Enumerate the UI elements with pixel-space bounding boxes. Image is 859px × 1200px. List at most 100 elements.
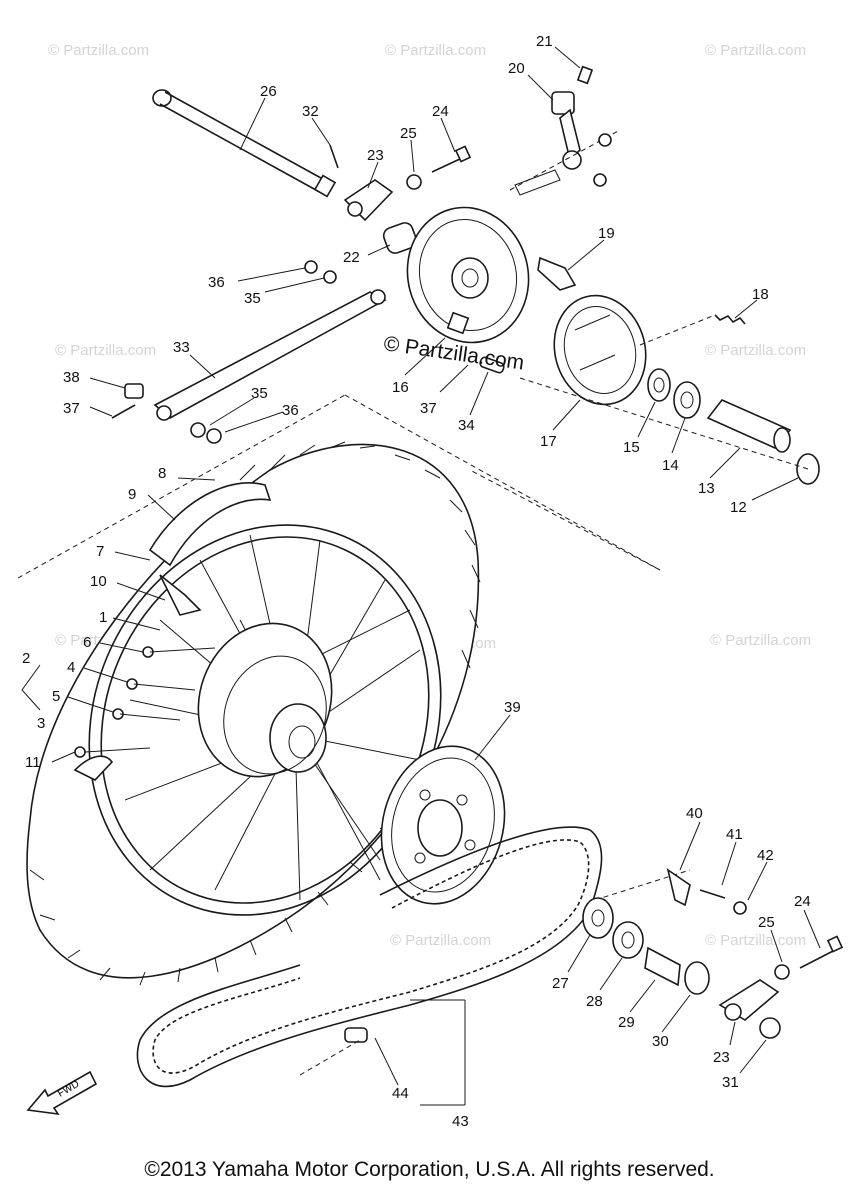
callout-42: 42 bbox=[757, 847, 774, 864]
rim-lock bbox=[73, 755, 114, 781]
callout-4: 4 bbox=[67, 659, 75, 676]
callout-23: 23 bbox=[367, 147, 384, 164]
callout-22: 22 bbox=[343, 249, 360, 266]
callout-11: 11 bbox=[25, 754, 41, 771]
callout-38: 38 bbox=[63, 369, 80, 386]
callout-19: 19 bbox=[598, 225, 615, 242]
collar bbox=[382, 222, 418, 254]
rim-lock-nut bbox=[74, 746, 86, 758]
guide-bolt bbox=[699, 889, 726, 899]
callout-37: 37 bbox=[420, 400, 437, 417]
rear-axle bbox=[152, 89, 337, 198]
chain-guide bbox=[666, 868, 691, 907]
callout-3: 3 bbox=[37, 715, 45, 732]
callout-24: 24 bbox=[432, 103, 449, 120]
brake-spring bbox=[714, 314, 746, 325]
callout-33: 33 bbox=[173, 339, 190, 356]
valve-cap bbox=[159, 574, 202, 616]
axle-nut bbox=[759, 1017, 781, 1039]
fwd-arrow: FWD bbox=[26, 1070, 98, 1116]
callout-23: 23 bbox=[713, 1049, 730, 1066]
callout-44: 44 bbox=[392, 1085, 409, 1102]
rim-band bbox=[148, 482, 272, 567]
watermark: © Partzilla.com bbox=[385, 42, 486, 59]
adjust-bolt-right bbox=[826, 935, 844, 953]
callout-10: 10 bbox=[90, 573, 107, 590]
adjust-bolt-left bbox=[406, 145, 472, 190]
rear-sprocket bbox=[380, 745, 506, 905]
callout-34: 34 bbox=[458, 417, 475, 434]
watermark: © Partzilla.com bbox=[48, 42, 149, 59]
callout-25: 25 bbox=[758, 914, 775, 931]
callout-15: 15 bbox=[623, 439, 640, 456]
collar-right bbox=[644, 946, 681, 987]
copyright-notice: ©2013 Yamaha Motor Corporation, U.S.A. A… bbox=[144, 1158, 715, 1181]
brake-cam-lever bbox=[509, 65, 621, 196]
callout-1: 1 bbox=[99, 609, 107, 626]
callout-40: 40 bbox=[686, 805, 703, 822]
callout-26: 26 bbox=[260, 83, 277, 100]
callout-27: 27 bbox=[552, 975, 569, 992]
washer bbox=[323, 270, 337, 284]
watermark: © Partzilla.com bbox=[705, 42, 806, 59]
brake-shoe bbox=[553, 294, 647, 406]
brake-shoe-plate bbox=[406, 206, 530, 344]
callout-39: 39 bbox=[504, 699, 521, 716]
hub-clutch bbox=[582, 897, 614, 939]
callout-21: 21 bbox=[536, 33, 553, 50]
torque-arm bbox=[111, 289, 387, 444]
callout-numbers: 21 20 26 32 24 25 23 19 22 36 35 18 33 1… bbox=[22, 33, 811, 1130]
callout-35: 35 bbox=[244, 290, 261, 307]
guide-nut bbox=[733, 901, 747, 915]
leader-lines bbox=[51, 46, 821, 1106]
callout-35: 35 bbox=[251, 385, 268, 402]
rear-wheel bbox=[26, 441, 481, 986]
callout-14: 14 bbox=[662, 457, 679, 474]
bearing bbox=[647, 368, 671, 402]
callout-29: 29 bbox=[618, 1014, 635, 1031]
bearing-right bbox=[612, 921, 644, 959]
callout-31: 31 bbox=[722, 1074, 739, 1091]
brake-camshaft bbox=[537, 256, 577, 291]
chain-puller-right bbox=[718, 979, 780, 1021]
callout-36: 36 bbox=[282, 402, 299, 419]
callout-2: 2 bbox=[22, 650, 30, 667]
callout-37: 37 bbox=[63, 400, 80, 417]
callout-16: 16 bbox=[392, 379, 409, 396]
drive-chain bbox=[136, 826, 603, 1088]
nut-right bbox=[774, 964, 790, 980]
watermark: © Partzilla.com bbox=[705, 932, 806, 949]
watermark: © Partzilla.com bbox=[705, 342, 806, 359]
callout-13: 13 bbox=[698, 480, 715, 497]
callout-20: 20 bbox=[508, 60, 525, 77]
callout-9: 9 bbox=[128, 486, 136, 503]
callout-5: 5 bbox=[52, 688, 60, 705]
callout-24: 24 bbox=[794, 893, 811, 910]
torque-bolt bbox=[479, 356, 505, 374]
callout-28: 28 bbox=[586, 993, 603, 1010]
oil-seal bbox=[796, 453, 820, 485]
chain-puller-left bbox=[343, 179, 394, 222]
watermark: © Partzilla.com bbox=[55, 342, 156, 359]
callout-32: 32 bbox=[302, 103, 319, 120]
callout-43: 43 bbox=[452, 1113, 469, 1130]
bearing bbox=[673, 381, 701, 419]
callout-36: 36 bbox=[208, 274, 225, 291]
callout-7: 7 bbox=[96, 543, 104, 560]
cotter-pin bbox=[329, 144, 339, 169]
callout-41: 41 bbox=[726, 826, 743, 843]
nut bbox=[304, 260, 318, 274]
callout-17: 17 bbox=[540, 433, 557, 450]
watermark: © Partzilla.com bbox=[390, 932, 491, 949]
callout-25: 25 bbox=[400, 125, 417, 142]
watermark: © Partzilla.com bbox=[710, 632, 811, 649]
callout-30: 30 bbox=[652, 1033, 669, 1050]
callout-18: 18 bbox=[752, 286, 769, 303]
chain-master-link bbox=[344, 1027, 368, 1043]
wheel-spacer bbox=[706, 399, 792, 453]
callout-8: 8 bbox=[158, 465, 166, 482]
oil-seal-right bbox=[684, 961, 710, 995]
callout-6: 6 bbox=[83, 634, 91, 651]
callout-12: 12 bbox=[730, 499, 747, 516]
